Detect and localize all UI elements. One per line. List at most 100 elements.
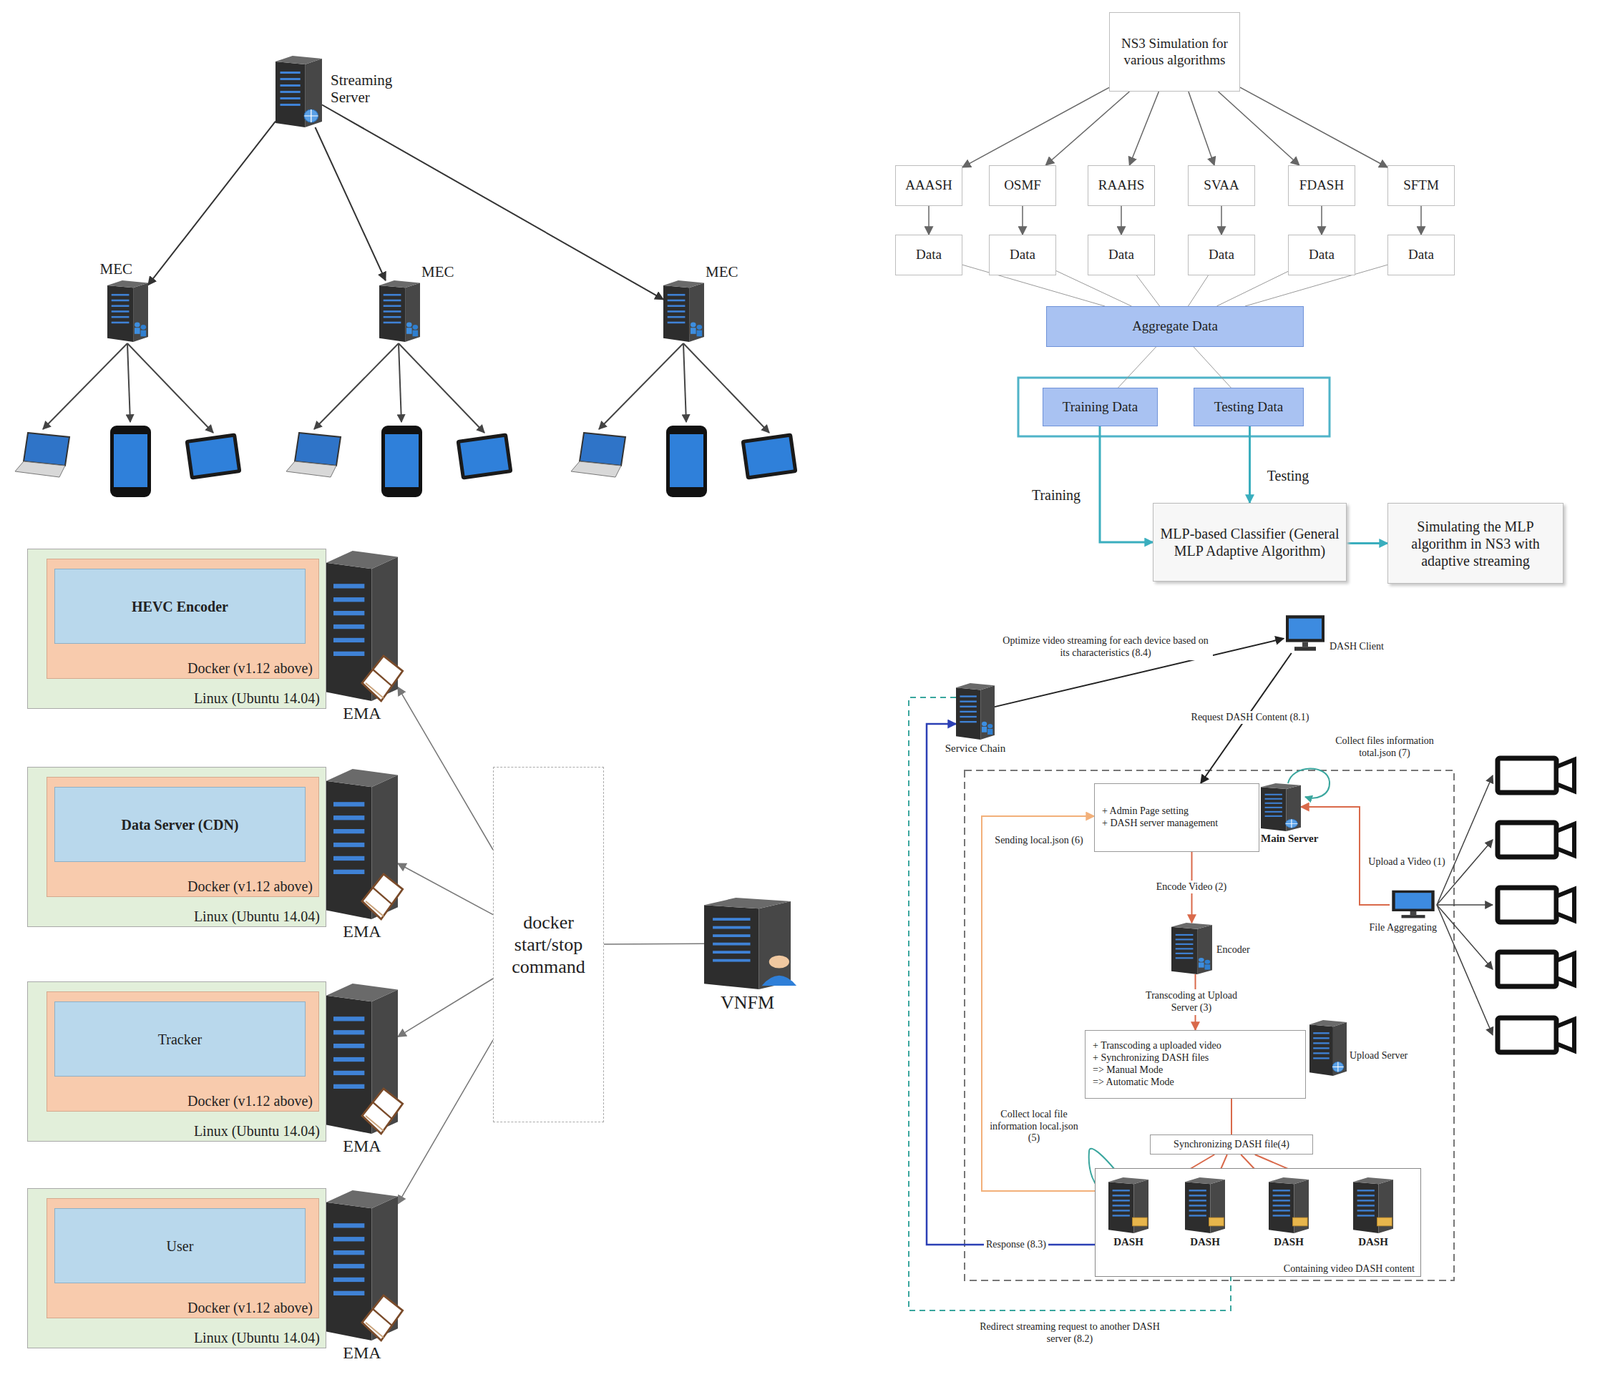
icon-node: EMA	[326, 983, 398, 1135]
process-box: Aggregate Data	[1046, 306, 1304, 348]
path-shape	[372, 1309, 393, 1326]
process-box: Synchronizing DASH file(4)	[1149, 1134, 1314, 1155]
icon-node: DASH	[1108, 1177, 1149, 1234]
rect-shape	[383, 294, 402, 297]
rect-shape	[1189, 1200, 1207, 1202]
rect-shape	[1189, 1189, 1207, 1192]
polygon-shape	[275, 55, 323, 65]
box-caption: Linux (Ubuntu 14.04)	[193, 1123, 320, 1140]
rect-shape	[1112, 1200, 1130, 1202]
rect-shape	[333, 611, 365, 616]
rect-shape	[1272, 1200, 1291, 1202]
rect-shape	[383, 299, 402, 302]
rect-shape	[381, 425, 423, 498]
rect-shape	[1272, 1205, 1291, 1207]
rect-shape	[712, 950, 750, 954]
phone-icon	[381, 425, 423, 498]
path-shape	[1285, 819, 1299, 828]
split-frame	[1018, 377, 1330, 437]
path-shape	[365, 683, 384, 699]
box-text: Testing Data	[1214, 399, 1284, 416]
rect-shape	[1132, 1217, 1148, 1227]
rect-shape	[333, 638, 365, 643]
polygon-shape	[107, 280, 149, 288]
polygon-shape	[294, 432, 341, 466]
rect-shape	[667, 316, 686, 319]
server-icon	[663, 280, 705, 343]
connector	[1118, 347, 1157, 388]
camera-link	[1436, 840, 1493, 906]
server-icon	[379, 280, 421, 343]
process-box: + Transcoding a uploaded video+ Synchron…	[1084, 1030, 1306, 1100]
rect-shape	[959, 721, 977, 723]
polygon-shape	[133, 282, 149, 343]
rect-shape	[1189, 1194, 1207, 1197]
camera-icon	[1497, 952, 1575, 987]
process-box: OSMF	[988, 165, 1057, 207]
icon-node: DASH	[1353, 1177, 1394, 1234]
circle-shape	[696, 324, 703, 330]
rect-shape	[740, 432, 798, 480]
rect-shape	[333, 624, 365, 629]
rect-shape	[333, 856, 365, 861]
box-text: Data	[1108, 246, 1135, 264]
rect-shape	[333, 1030, 365, 1035]
rect-shape	[184, 432, 242, 480]
rect-shape	[987, 729, 993, 735]
rect-shape	[333, 870, 365, 875]
circle-shape	[140, 324, 147, 330]
rect-shape	[333, 1291, 365, 1296]
path-shape	[372, 1102, 393, 1120]
rect-shape	[1497, 888, 1557, 923]
rect-shape	[1189, 1210, 1207, 1212]
connector	[1193, 347, 1231, 388]
connector	[315, 127, 386, 281]
computer-icon	[1389, 889, 1437, 921]
icon-label: EMA	[342, 922, 381, 943]
rect-shape	[959, 700, 977, 702]
polygon-shape	[1260, 783, 1301, 790]
connector	[397, 687, 494, 851]
rect-shape	[110, 425, 151, 498]
circle-shape	[412, 324, 419, 330]
rect-shape	[1112, 1189, 1130, 1192]
box-caption: Docker (v1.12 above)	[187, 1300, 313, 1317]
tablet-icon	[184, 432, 242, 480]
polygon-shape	[1556, 824, 1575, 856]
rect-shape	[455, 432, 513, 480]
camera-icon	[1497, 888, 1575, 923]
polygon-shape	[1171, 923, 1213, 930]
rect-shape	[1175, 957, 1194, 959]
connector	[1216, 271, 1289, 307]
rect-shape	[1175, 938, 1194, 941]
server-icon	[1268, 1177, 1309, 1234]
box-text: => Manual Mode	[1092, 1064, 1163, 1077]
polygon-shape	[15, 461, 66, 478]
tablet-icon	[455, 432, 513, 480]
icon-label: Main Server	[1260, 832, 1319, 846]
box-caption: Docker (v1.12 above)	[187, 1093, 313, 1110]
icon-node: DASH	[1184, 1177, 1226, 1234]
rect-shape	[1265, 811, 1283, 813]
icon-label: MEC	[421, 263, 455, 281]
icon-node: MEC	[107, 280, 149, 343]
icon-label: DASH	[1113, 1236, 1144, 1249]
rect-shape	[111, 322, 130, 325]
rect-shape	[959, 711, 977, 713]
icon-node: DASH Client	[1283, 613, 1327, 654]
icon-label: Service Chain	[945, 742, 1007, 755]
server-icon	[1184, 1177, 1226, 1234]
icon-node: Encoder	[1171, 923, 1213, 975]
connector	[1420, 206, 1422, 235]
rect-shape	[959, 706, 977, 708]
connector	[1248, 426, 1251, 504]
rect-shape	[1313, 1047, 1330, 1050]
rect-shape	[666, 425, 707, 498]
connector	[1056, 271, 1132, 307]
polygon-shape	[689, 282, 705, 343]
polygon-shape	[1556, 889, 1575, 921]
device-link	[683, 343, 687, 423]
server-icon	[1108, 1177, 1149, 1234]
rect-shape	[1272, 1215, 1291, 1217]
rect-shape	[383, 304, 402, 307]
